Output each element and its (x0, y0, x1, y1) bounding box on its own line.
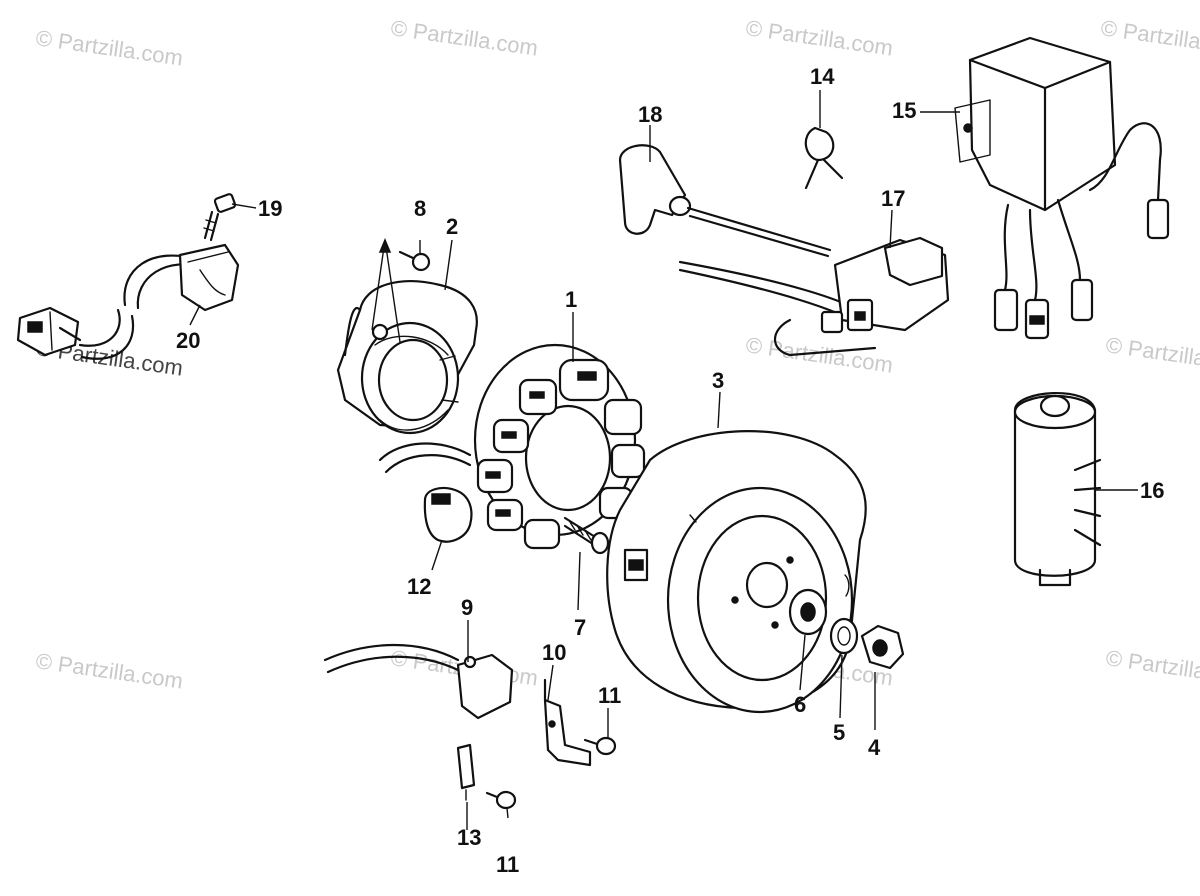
part-17-ignition-coil (678, 236, 950, 357)
part-19-screw (203, 193, 237, 242)
part-6-washer (788, 588, 828, 636)
watermark: © Partzilla.com (34, 648, 184, 693)
callout-2: 2 (446, 214, 458, 239)
watermark: © Partzilla.com (389, 15, 539, 60)
leader-lines (189, 90, 1138, 830)
watermark: © Partzilla.com (1104, 332, 1200, 377)
callout-12: 12 (407, 574, 431, 599)
callout-15: 15 (892, 98, 916, 123)
part-13-terminal (456, 743, 476, 801)
callout-1: 1 (565, 287, 577, 312)
callout-19: 19 (258, 196, 282, 221)
part-5-lock-washer (829, 617, 859, 655)
callout-7: 7 (574, 615, 586, 640)
callout-11: 11 (598, 683, 621, 708)
part-18-plug-cap (618, 144, 832, 258)
part-7-bolt (563, 516, 610, 555)
callout-3: 3 (712, 368, 724, 393)
callout-4: 4 (868, 735, 881, 760)
callout-20: 20 (176, 328, 200, 353)
part-3-flywheel (606, 430, 867, 714)
watermark: © Partzilla.com (744, 332, 894, 377)
part-1-stator (378, 343, 646, 550)
watermark: © Partzilla.com (34, 25, 184, 70)
part-14-clip (804, 126, 844, 190)
part-4-nut (860, 624, 905, 670)
part-16-condenser (1013, 391, 1102, 587)
part-2-back-plate (336, 280, 478, 435)
callout-17: 17 (881, 186, 905, 211)
callout-13: 13 (457, 825, 481, 850)
callout-9: 9 (461, 595, 473, 620)
watermark: © Partzilla.com (744, 15, 894, 60)
part-15-cdi-unit (954, 36, 1170, 340)
part-12-cap (423, 486, 473, 543)
callout-14: 14 (810, 64, 835, 89)
part-10-bracket (543, 678, 592, 767)
callouts: 1 2 3 4 5 6 7 8 9 10 11 11 12 13 14 15 1… (176, 64, 1164, 877)
callout-10: 10 (542, 640, 566, 665)
part-11-screw (583, 736, 617, 756)
callout-6: 6 (794, 692, 806, 717)
callout-8: 8 (414, 196, 426, 221)
callout-18: 18 (638, 102, 662, 127)
watermark: © Partzilla.com (1099, 15, 1200, 60)
callout-5: 5 (833, 720, 845, 745)
part-9-pulser (323, 643, 514, 720)
part-8-screw (371, 238, 431, 343)
watermark: © Partzilla.com (1104, 645, 1200, 690)
callout-11: 11 (496, 852, 519, 877)
part-11-screw (485, 790, 517, 810)
callout-16: 16 (1140, 478, 1164, 503)
part-20-sensor-assembly (16, 243, 240, 360)
